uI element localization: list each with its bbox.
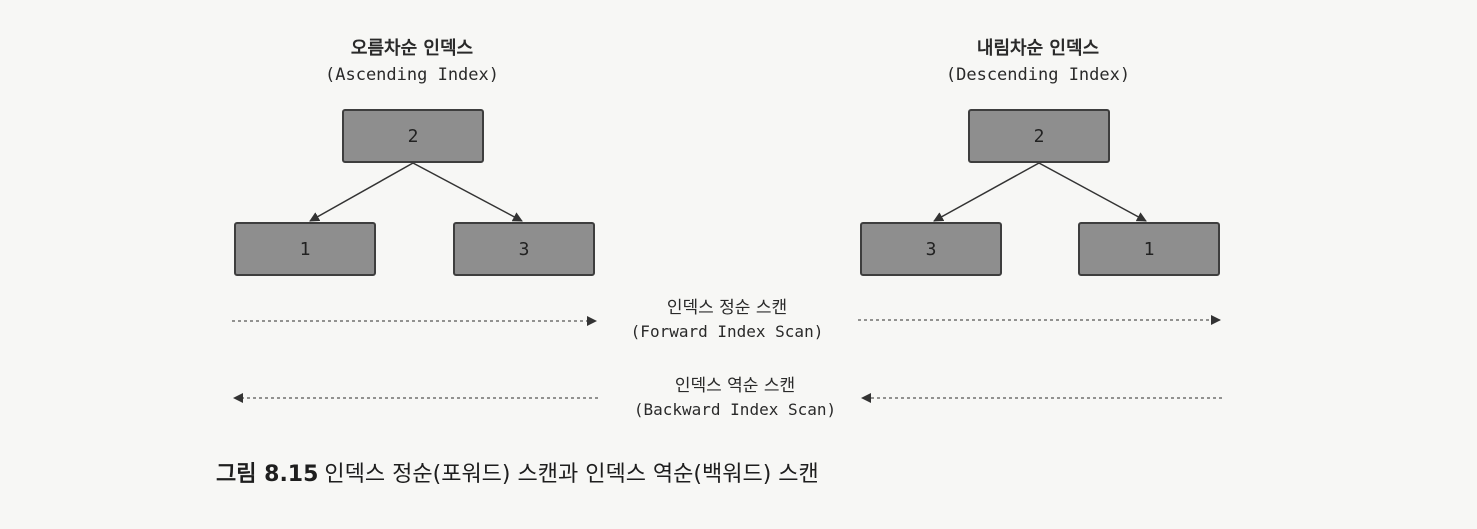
forward-scan-label-ko: 인덱스 정순 스캔 [666, 298, 788, 318]
desc-edge-left [933, 162, 1040, 222]
asc-left-node: 1 [234, 222, 376, 276]
asc-edge-left [309, 162, 414, 222]
ascending-title-ko: 오름차순 인덱스 [350, 38, 474, 59]
asc-right-node: 3 [453, 222, 595, 276]
backward-scan-label: 인덱스 역순 스캔 (Backward Index Scan) [585, 374, 885, 422]
asc-edge-right [412, 162, 523, 222]
figure-caption-text: 인덱스 정순(포워드) 스캔과 인덱스 역순(백워드) 스캔 [324, 462, 819, 487]
figure-number: 그림 8.15 [216, 462, 319, 487]
forward-scan-label: 인덱스 정순 스캔 (Forward Index Scan) [577, 296, 877, 344]
asc-root-node: 2 [342, 109, 484, 163]
ascending-index-title: 오름차순 인덱스 (Ascending Index) [262, 36, 562, 88]
ascending-title-en: (Ascending Index) [325, 65, 499, 85]
descending-title-ko: 내림차순 인덱스 [976, 38, 1100, 59]
desc-edge-right [1038, 162, 1147, 222]
desc-left-node: 3 [860, 222, 1002, 276]
desc-root-node: 2 [968, 109, 1110, 163]
descending-index-title: 내림차순 인덱스 (Descending Index) [888, 36, 1188, 88]
desc-right-node: 1 [1078, 222, 1220, 276]
backward-scan-label-en: (Backward Index Scan) [633, 400, 837, 419]
forward-scan-label-en: (Forward Index Scan) [630, 322, 824, 341]
descending-title-en: (Descending Index) [945, 65, 1131, 85]
backward-scan-label-ko: 인덱스 역순 스캔 [674, 376, 796, 396]
